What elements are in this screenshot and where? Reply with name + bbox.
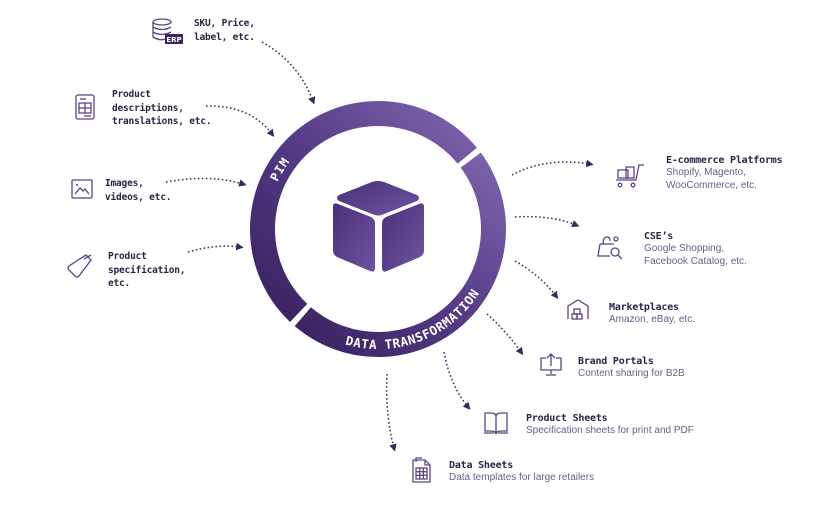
output-cse: CSE’s Google Shopping, Facebook Catalog,… xyxy=(644,231,747,267)
arrow-erp xyxy=(261,41,316,105)
output-marketplaces-title: Marketplaces xyxy=(609,302,679,313)
output-product-sheets-title: Product Sheets xyxy=(526,413,608,424)
output-brand-portals-title: Brand Portals xyxy=(578,356,654,367)
monitor-upload-icon xyxy=(540,353,562,376)
output-data-sheets: Data Sheets Data templates for large ret… xyxy=(449,460,595,483)
output-product-sheets: Product Sheets Specification sheets for … xyxy=(526,413,694,436)
shopping-bag-search-icon xyxy=(597,236,623,260)
arrow-descriptions xyxy=(205,105,275,137)
arrow-ecommerce xyxy=(511,159,594,176)
shopping-cart-icon xyxy=(616,164,644,188)
arrow-images xyxy=(165,177,247,187)
arrow-product-sheets xyxy=(443,351,471,410)
store-boxes-icon xyxy=(567,299,589,320)
document-table-icon xyxy=(75,94,95,120)
output-marketplaces: Marketplaces Amazon, eBay, etc. xyxy=(609,302,695,325)
arrow-marketplaces xyxy=(514,260,559,299)
source-images-text: Images,videos, etc. xyxy=(105,178,172,203)
spreadsheet-file-icon xyxy=(412,457,431,483)
ring-segment-data-transformation xyxy=(294,152,507,358)
erp-database-icon: ERP xyxy=(152,18,183,44)
open-book-icon xyxy=(484,412,508,435)
cube-icon xyxy=(333,181,424,272)
output-cse-title: CSE’s xyxy=(644,231,674,242)
arrows xyxy=(165,41,594,452)
svg-text:ERP: ERP xyxy=(166,36,181,44)
arrow-cse xyxy=(514,215,580,228)
output-data-sheets-title: Data Sheets xyxy=(449,460,514,471)
ring xyxy=(250,101,507,358)
ring-segment-pim xyxy=(250,101,477,323)
output-ecommerce-title: E-commerce Platforms xyxy=(666,155,783,166)
image-icon xyxy=(71,179,93,199)
arrow-data-sheets xyxy=(385,373,397,452)
arrow-spec xyxy=(187,242,244,253)
arrow-brand xyxy=(486,313,524,356)
source-erp-text: SKU, Price,label, etc. xyxy=(194,18,255,43)
output-brand-portals: Brand Portals Content sharing for B2B xyxy=(578,356,685,379)
tag-icon xyxy=(67,254,92,278)
output-ecommerce: E-commerce Platforms Shopify, Magento, W… xyxy=(666,155,783,191)
